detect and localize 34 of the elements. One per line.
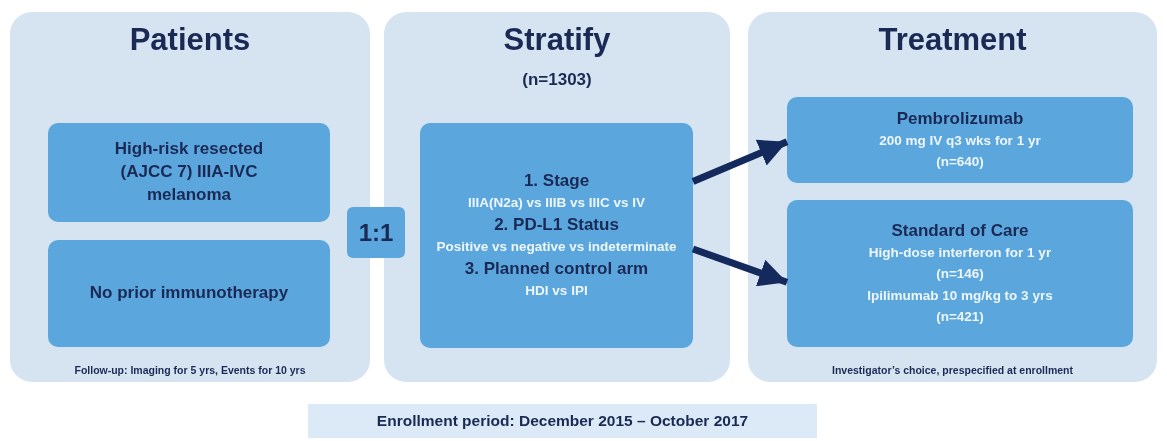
info-box: [787, 200, 1133, 347]
box-detail: High-dose interferon for 1 yr: [868, 244, 1052, 263]
box-detail: (n=640): [936, 153, 984, 171]
ratio-box: [347, 207, 405, 258]
box-detail: Positive vs negative vs indeterminate: [436, 237, 677, 256]
footnote: Follow-up: Imaging for 5 yrs, Events for 10 yrs: [74, 364, 306, 376]
arrow: [691, 138, 789, 185]
box-detail: Ipilimumab 10 mg/kg to 3 yrs: [867, 286, 1053, 305]
footnote: Investigator’s choice, prespecified at enrollment: [832, 364, 1073, 376]
criterion-text: No prior immunotherapy: [89, 282, 289, 305]
box-heading: Pembrolizumab: [896, 108, 1024, 129]
box-heading: Standard of Care: [891, 221, 1029, 242]
box-detail: 200 mg IV q3 wks for 1 yr: [879, 131, 1041, 150]
section-heading: Patients: [129, 22, 251, 58]
box-detail: IIIA(N2a) vs IIIB vs IIIC vs IV: [467, 193, 646, 212]
box-heading: 3. Planned control arm: [464, 259, 649, 280]
info-box: [420, 123, 693, 348]
section-panel: [748, 12, 1157, 382]
info-box: [787, 97, 1133, 183]
box-detail: HDI vs IPI: [525, 282, 588, 301]
section-heading: Stratify: [503, 22, 611, 58]
period-band: [308, 404, 817, 438]
ratio-label: 1:1: [358, 218, 394, 247]
section-heading: Treatment: [878, 22, 1027, 58]
criterion-text: High-risk resected (AJCC 7) IIIA-IVC melanoma: [113, 138, 265, 206]
box-detail: (n=421): [936, 307, 984, 326]
info-box: [48, 123, 330, 222]
box-detail: (n=146): [936, 265, 984, 284]
box-heading: 1. Stage: [523, 170, 590, 191]
period-text: Enrollment period: December 2015 – October 2017: [376, 412, 749, 430]
arrow: [691, 245, 789, 287]
sample-size: (n=1303): [522, 70, 592, 90]
box-heading: 2. PD-L1 Status: [494, 214, 619, 235]
info-box: [48, 240, 330, 347]
